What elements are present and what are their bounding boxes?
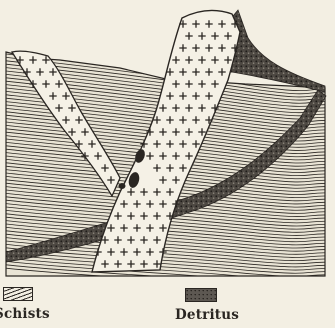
schists-swatch (3, 287, 33, 301)
detritus-label: Detritus (175, 307, 239, 323)
schists-label: Schists (0, 306, 50, 322)
detritus-swatch (185, 288, 217, 302)
